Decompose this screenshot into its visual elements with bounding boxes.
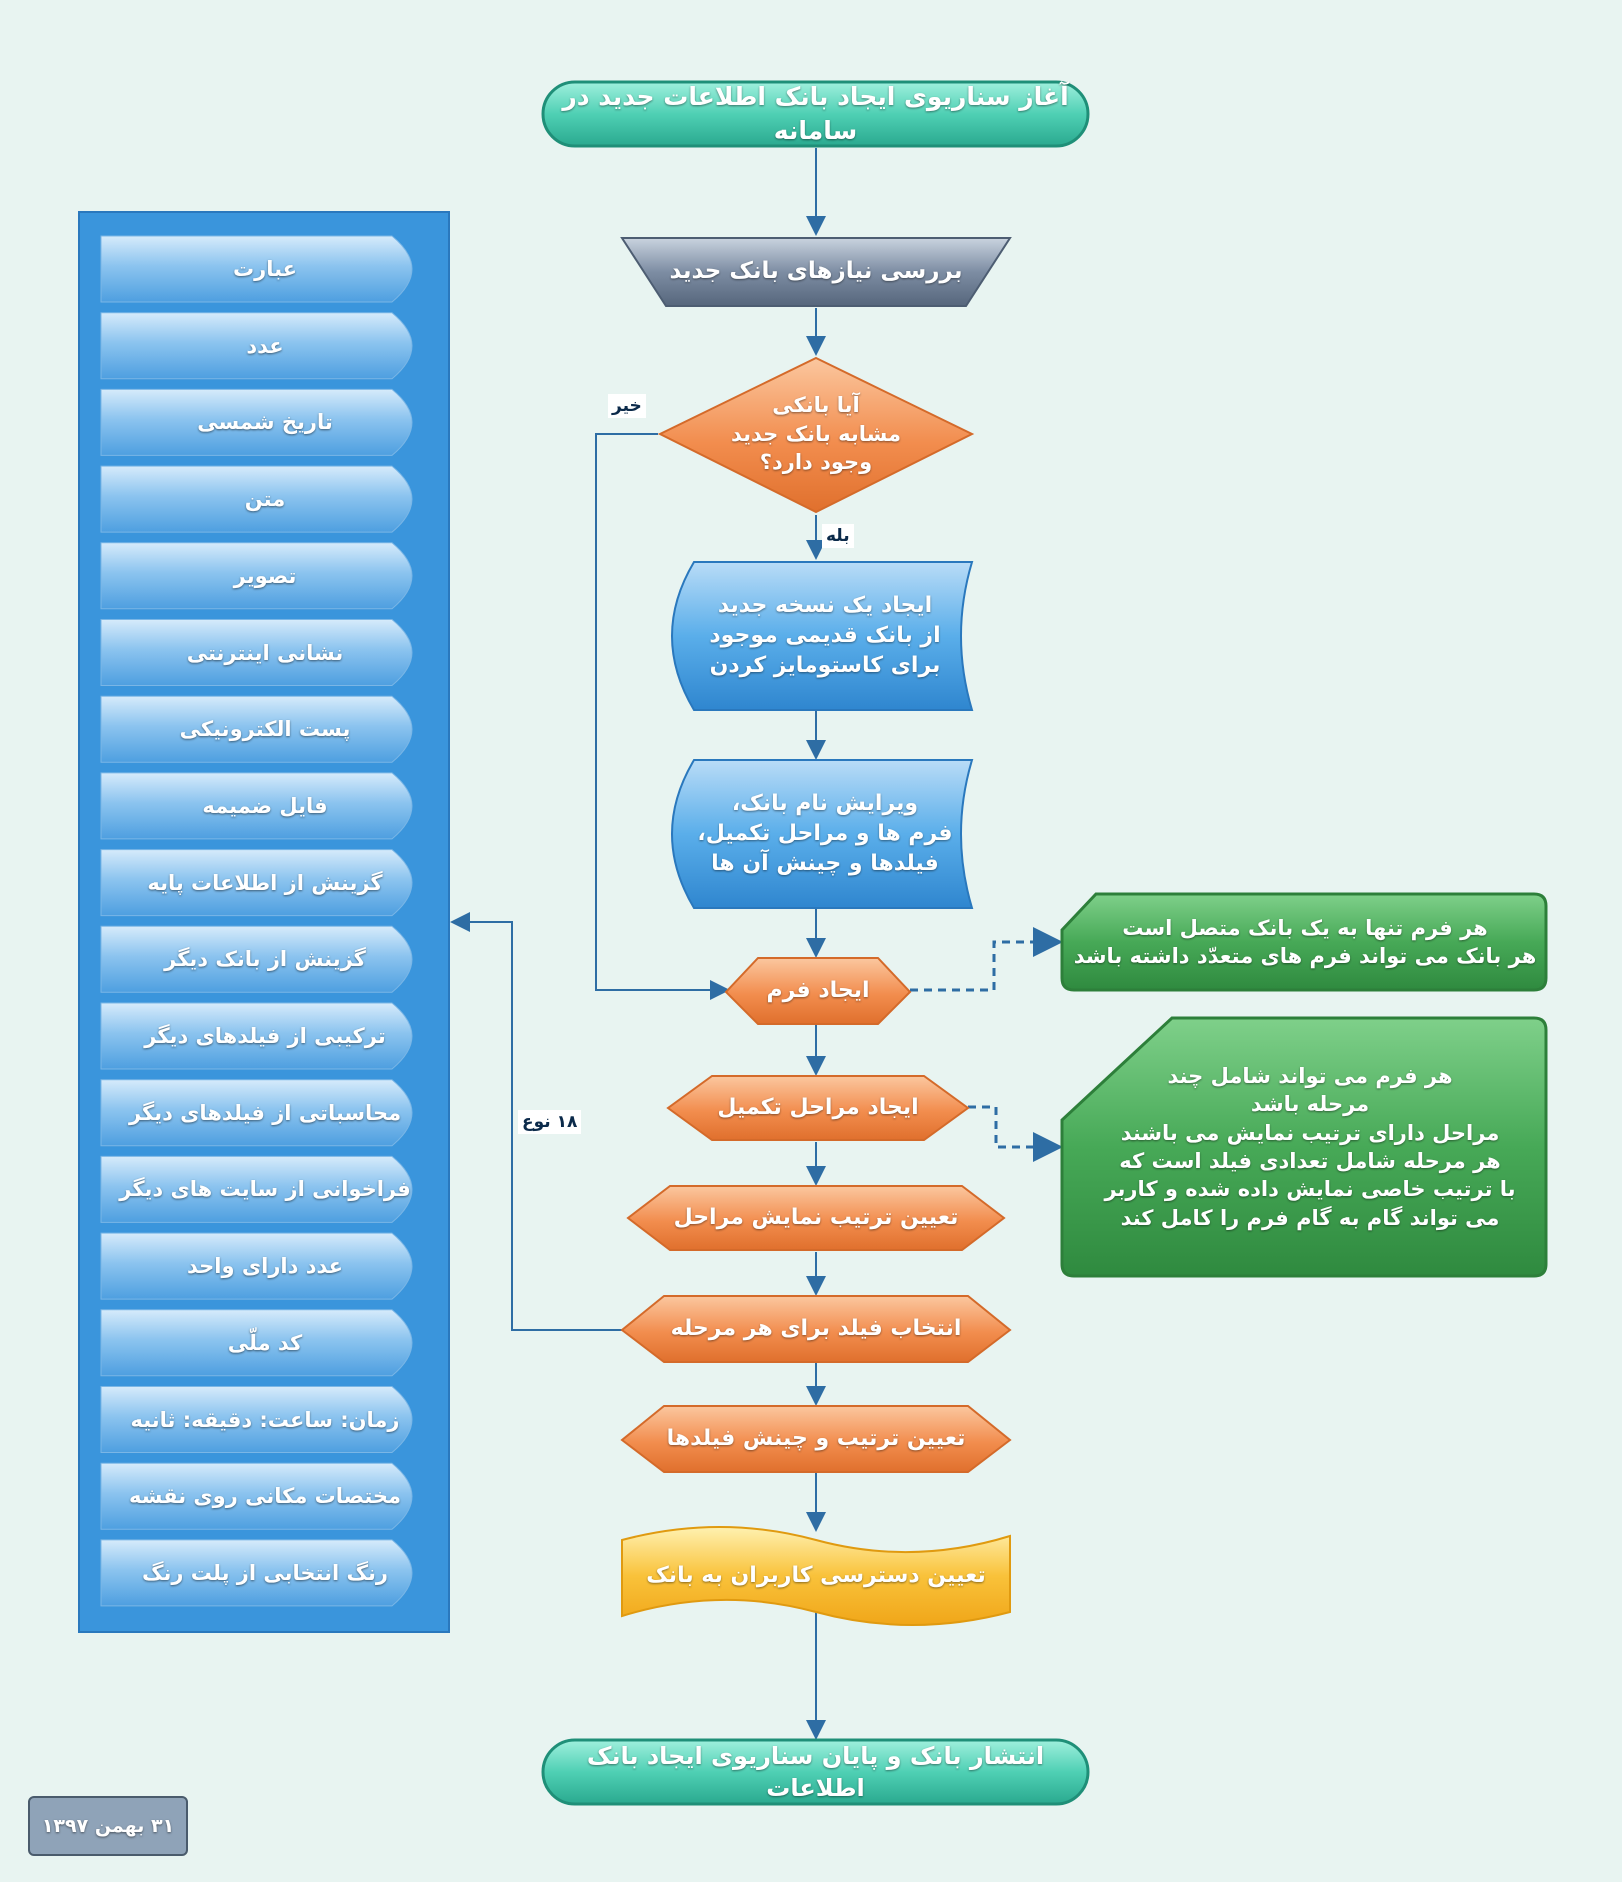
text-line: هر مرحله شامل تعدادی فیلد است که	[1119, 1149, 1501, 1173]
field-type-pill	[100, 1002, 413, 1070]
field-type-item: عبارت	[233, 257, 297, 281]
text-line: آیا بانکی	[772, 393, 860, 418]
field-type-item: زمان: ساعت: دقیقه: ثانیه	[130, 1407, 400, 1432]
field-type-pill	[100, 1155, 413, 1223]
text-line: از بانک قدیمی موجود	[709, 623, 941, 649]
field-type-pill	[100, 388, 413, 456]
field-type-pill	[100, 235, 413, 303]
text-line: هر بانک می تواند فرم های متعدّد داشته با…	[1073, 944, 1537, 968]
text-line: هر فرم می تواند شامل چند	[1167, 1063, 1453, 1088]
text-line: با ترتیب خاصی نمایش داده شده و کاربر	[1104, 1177, 1516, 1202]
field-type-item: فایل ضمیمه	[202, 793, 328, 818]
field-type-pill	[100, 1386, 413, 1453]
text-line: برای کاستومایز کردن	[709, 652, 941, 678]
field-type-pill	[100, 465, 413, 533]
field-type-pill	[100, 772, 413, 840]
field-type-pill	[100, 312, 413, 380]
field-type-pill	[100, 542, 413, 610]
field-type-pill	[100, 1539, 413, 1607]
field-type-pill	[100, 695, 413, 763]
field-type-item: گزینش از بانک دیگر	[164, 947, 366, 972]
field-type-item: عدد دارای واحد	[187, 1254, 343, 1279]
field-type-item: گزینش از اطلاعات پایه	[147, 870, 383, 895]
end-terminator	[541, 1738, 1090, 1806]
copy-bank-label: ایجاد یک نسخه جدید از بانک قدیمی موجود برا…	[690, 566, 960, 706]
text-line: مراحل دارای ترتیب نمایش می باشند	[1120, 1120, 1500, 1145]
create-form-shape	[724, 957, 912, 1025]
field-type-pill	[100, 849, 413, 917]
edit-bank-label: ویرایش نام بانک، فرم ها و مراحل تکمیل، فیل…	[690, 764, 960, 904]
no-branch-label: خیر	[608, 394, 646, 418]
text-line: ایجاد یک نسخه جدید	[717, 593, 933, 619]
text-line: فیلدها و چینش آن ها	[711, 850, 939, 876]
text-line: مشابه بانک جدید	[731, 421, 901, 446]
text-line: فرم ها و مراحل تکمیل،	[697, 821, 953, 847]
field-type-item: تاریخ شمسی	[197, 410, 333, 435]
text-line: هر فرم تنها به یک بانک متصل است	[1122, 915, 1488, 940]
field-type-pill	[100, 1079, 413, 1147]
order-steps-label: تعیین ترتیب نمایش مراحل	[673, 1205, 959, 1231]
field-type-item: عدد	[246, 333, 284, 358]
text-line: می تواند گام به گام فرم را کامل کند	[1120, 1205, 1500, 1230]
field-type-item: محاسباتی از فیلدهای دیگر	[128, 1100, 402, 1125]
field-type-item: کد ملّی	[227, 1330, 303, 1355]
field-type-pill	[100, 1462, 413, 1530]
field-type-item: نشانی اینترنتی	[186, 640, 344, 665]
access-label: تعیین دسترسی کاربران به بانک	[646, 1563, 986, 1589]
steps-note-text: هر فرم می تواند شامل چند مرحله باشد مراحل …	[1080, 1024, 1540, 1270]
field-type-item: تصویر	[233, 563, 297, 588]
field-type-pill	[100, 1309, 413, 1377]
field-type-pill	[100, 925, 413, 993]
order-fields-shape	[620, 1405, 1012, 1473]
select-fields-shape	[620, 1295, 1012, 1363]
select-fields-label: انتخاب فیلد برای هر مرحله	[670, 1316, 962, 1342]
yes-branch-label: بله	[822, 524, 854, 548]
field-type-item: متن	[244, 487, 286, 512]
start-label: آغاز سناریوی ایجاد بانک اطلاعات جدید در …	[562, 82, 1069, 145]
field-type-item: ترکیبی از فیلدهای دیگر	[144, 1024, 386, 1048]
end-label: انتشار بانک و پایان سناریوی ایجاد بانک ا…	[586, 1741, 1045, 1802]
review-needs-shape	[620, 237, 1012, 307]
field-type-item: مختصات مکانی روی نقشه	[128, 1484, 402, 1509]
copy-bank-shape	[671, 561, 974, 711]
field-type-pill	[100, 619, 413, 686]
steps-note-card	[1060, 1016, 1548, 1278]
field-types-count-label: ۱۸ نوع	[518, 1110, 582, 1134]
field-type-pill	[100, 1232, 413, 1300]
review-needs-label: بررسی نیازهای بانک جدید	[669, 258, 963, 285]
decision-label: آیا بانکی مشابه بانک جدید وجود دارد؟	[690, 372, 942, 496]
edit-bank-shape	[671, 759, 974, 909]
field-type-item: فراخوانی از سایت های دیگر	[119, 1177, 411, 1202]
text-line: ویرایش نام بانک،	[731, 791, 919, 817]
decision-diamond	[657, 356, 975, 514]
create-form-label: ایجاد فرم	[766, 978, 870, 1004]
create-steps-shape	[666, 1075, 970, 1141]
order-fields-label: تعیین ترتیب و چینش فیلدها	[666, 1426, 966, 1452]
access-shape	[621, 1526, 1011, 1626]
create-steps-label: ایجاد مراحل تکمیل	[717, 1095, 919, 1121]
form-note-card	[1060, 892, 1548, 992]
connectors	[450, 148, 1063, 1740]
field-type-item: پست الکترونیکی	[179, 717, 351, 742]
date-tag: ۳۱ بهمن ۱۳۹۷	[28, 1796, 188, 1856]
start-terminator	[541, 80, 1090, 148]
form-note-text: هر فرم تنها به یک بانک متصل است هر بانک م…	[1070, 898, 1540, 986]
order-steps-shape	[626, 1185, 1006, 1251]
text-line: وجود دارد؟	[759, 450, 873, 475]
field-type-item: رنگ انتخابی از پلت رنگ	[142, 1560, 388, 1585]
text-line: مرحله باشد	[1250, 1092, 1370, 1117]
